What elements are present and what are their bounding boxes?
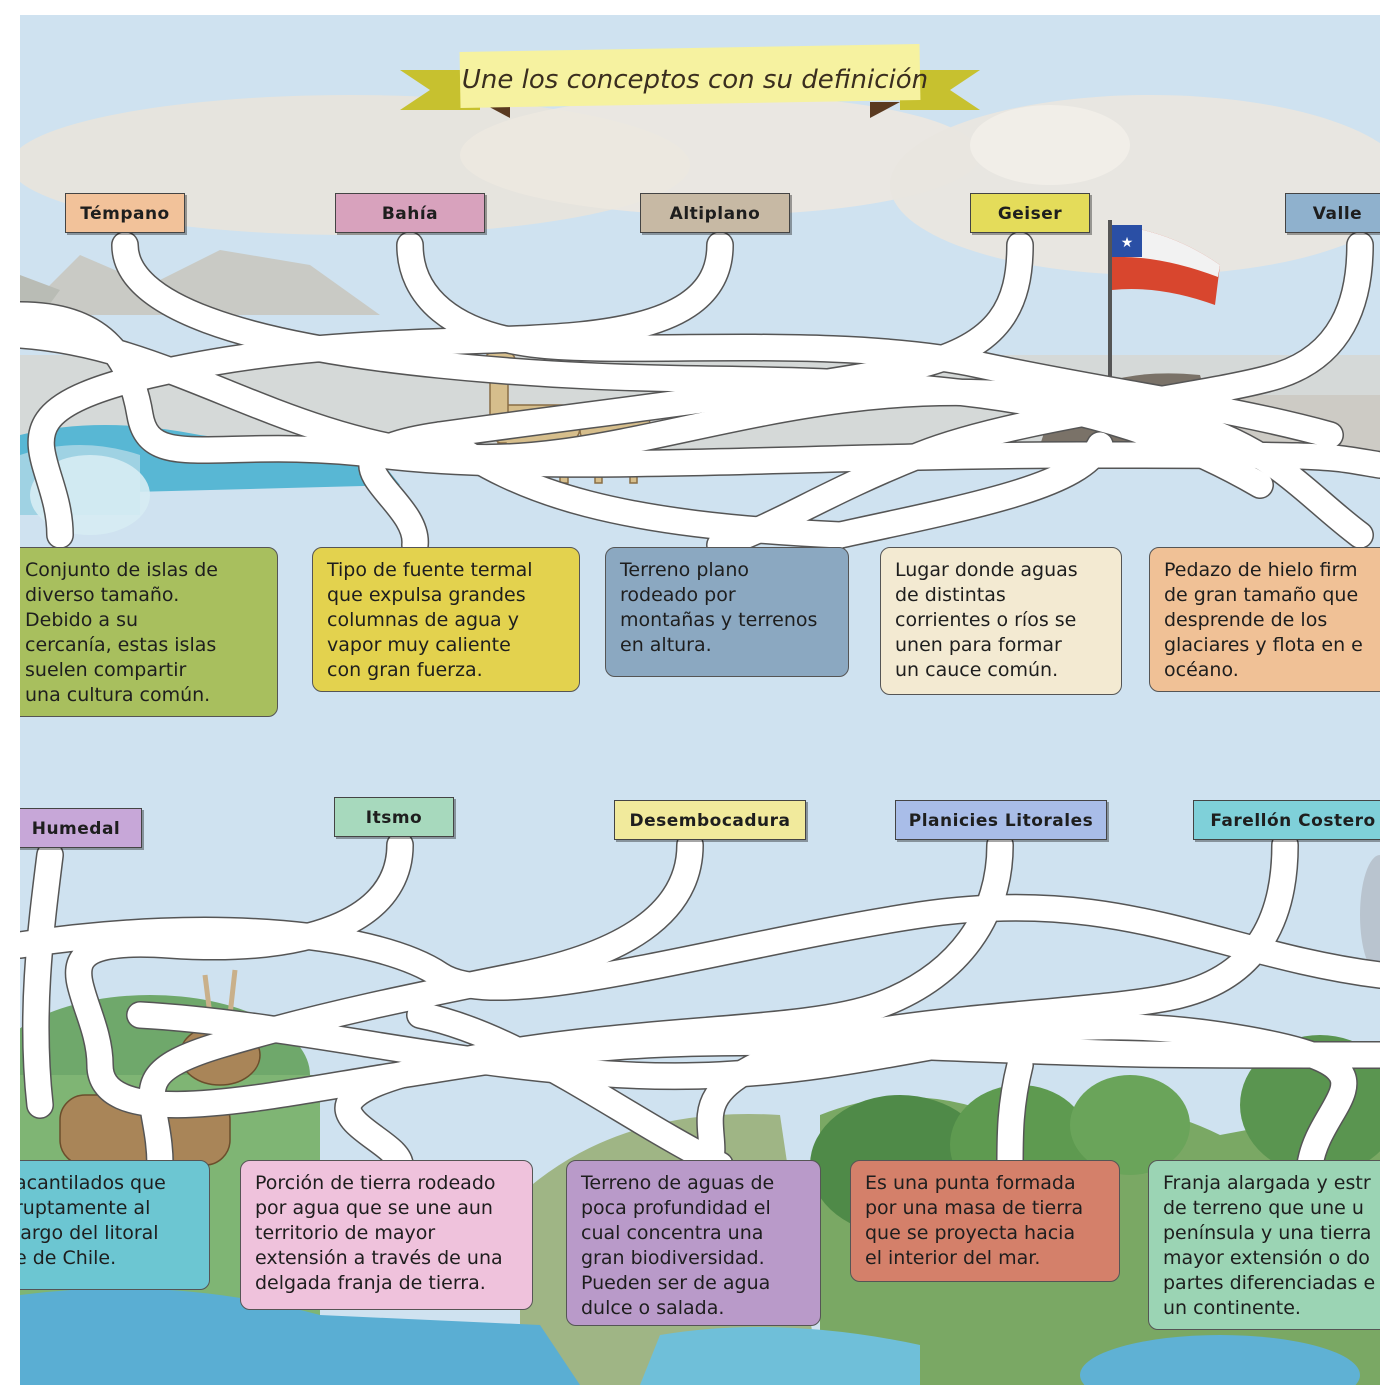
definition-card-top-5: Pedazo de hielo firm de gran tamaño que … [1149,547,1380,692]
definition-card-top-1: Conjunto de islas de diverso tamaño. Deb… [20,547,278,717]
concept-label-desembocadura: Desembocadura [614,800,806,840]
concept-label-farellon-costero: Farellón Costero [1193,800,1380,840]
concept-label-itsmo: Itsmo [334,797,454,837]
concept-label-tempano: Témpano [65,193,185,233]
definition-card-top-3: Terreno plano rodeado por montañas y ter… [605,547,849,677]
svg-text:★: ★ [1121,235,1134,251]
concept-label-altiplano: Altiplano [640,193,790,233]
definition-card-bottom-2: Porción de tierra rodeado por agua que s… [240,1160,533,1310]
page-title: Une los conceptos con su definición [460,53,930,107]
definition-card-top-4: Lugar donde aguas de distintas corriente… [880,547,1122,695]
concept-label-planicies-litorales: Planicies Litorales [895,800,1107,840]
definition-card-top-2: Tipo de fuente termal que expulsa grande… [312,547,580,692]
activity-board: ★ [20,15,1380,1385]
concept-label-geiser: Geiser [970,193,1090,233]
definition-card-bottom-3: Terreno de aguas de poca profundidad el … [566,1160,821,1326]
concept-label-humedal: Humedal [20,808,142,848]
concept-label-bahia: Bahía [335,193,485,233]
definition-card-bottom-5: Franja alargada y estr de terreno que un… [1148,1160,1380,1330]
concept-label-valle: Valle [1285,193,1380,233]
definition-card-bottom-4: Es una punta formada por una masa de tie… [850,1160,1120,1282]
